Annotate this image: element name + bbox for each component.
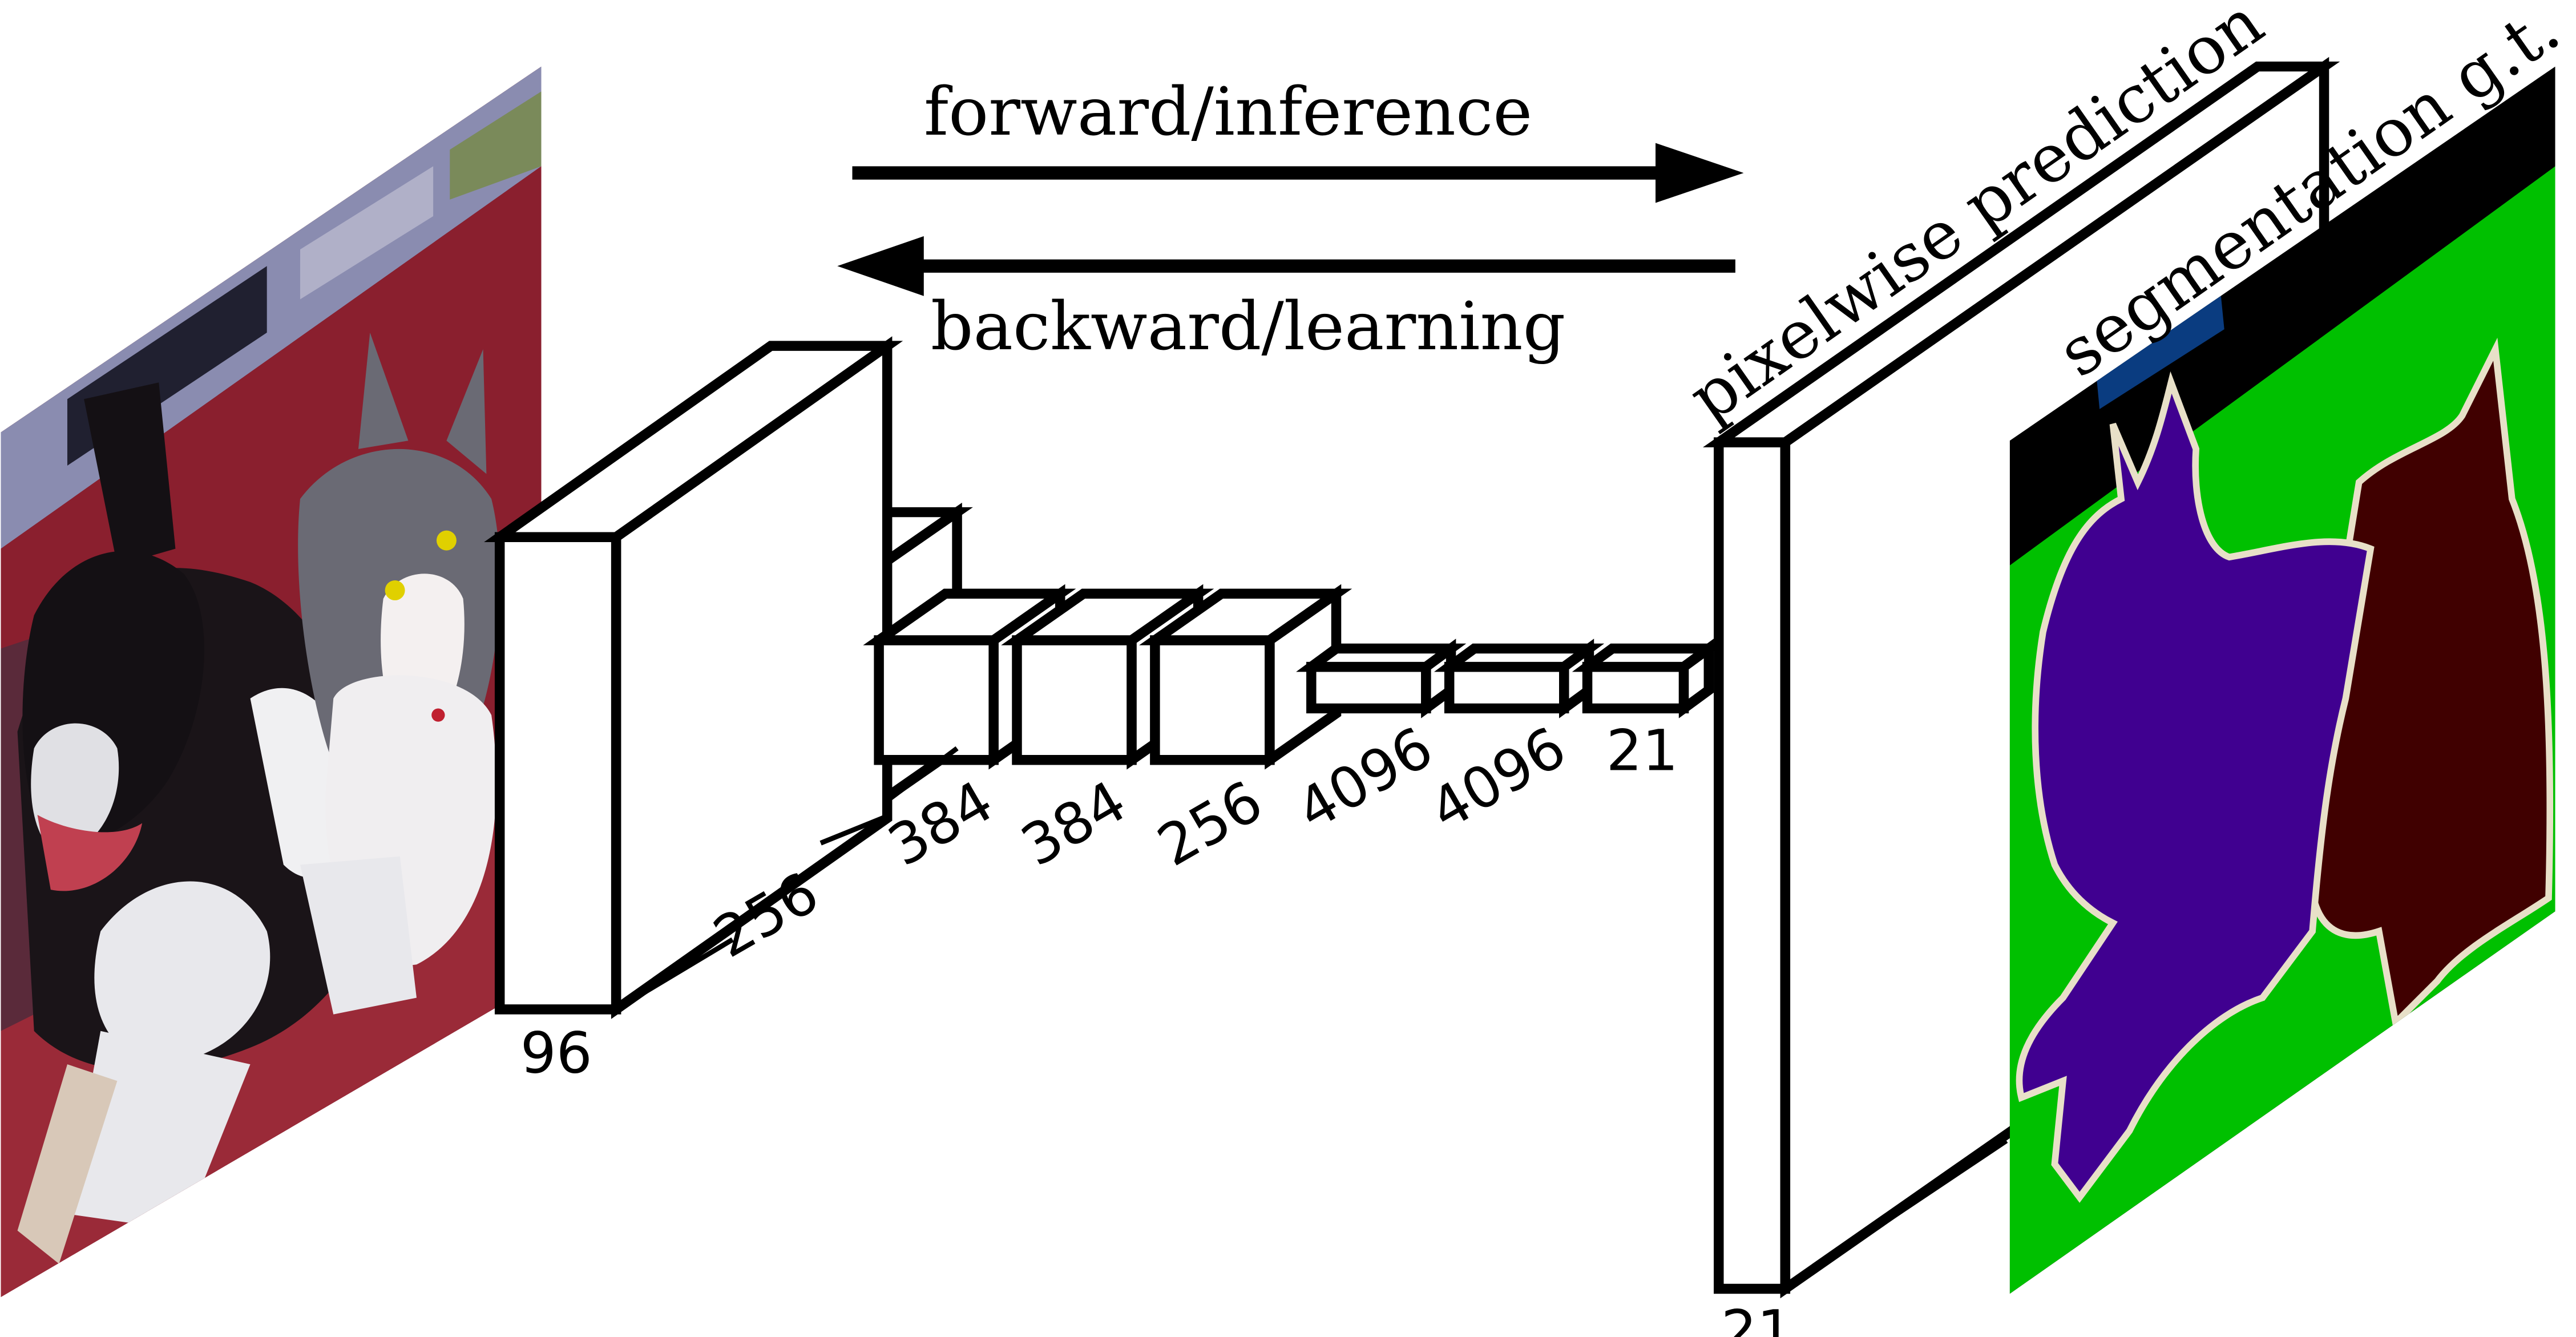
layer-block-256-b <box>1139 584 1352 770</box>
forward-arrow <box>852 143 1744 203</box>
backward-label: backward/learning <box>931 288 1565 365</box>
layer-label-384-b: 384 <box>1011 769 1137 879</box>
output-label-21: 21 <box>1721 1298 1793 1337</box>
layer-label-256-b: 256 <box>1147 769 1273 879</box>
layer-block-21 <box>1572 639 1724 718</box>
seg-blue-class <box>2096 296 2224 409</box>
layer-block-4096-b <box>1434 639 1605 718</box>
layer-label-21: 21 <box>1606 718 1678 783</box>
forward-label: forward/inference <box>924 74 1532 151</box>
layer-label-96: 96 <box>520 1021 592 1086</box>
layer-block-4096-a <box>1296 639 1467 718</box>
backward-arrow <box>837 236 1735 296</box>
input-image <box>1 66 542 1298</box>
layer-block-96 <box>484 336 903 1019</box>
layer-label-4096-b: 4096 <box>1419 714 1577 843</box>
seg-purple-class <box>2016 371 2375 1203</box>
